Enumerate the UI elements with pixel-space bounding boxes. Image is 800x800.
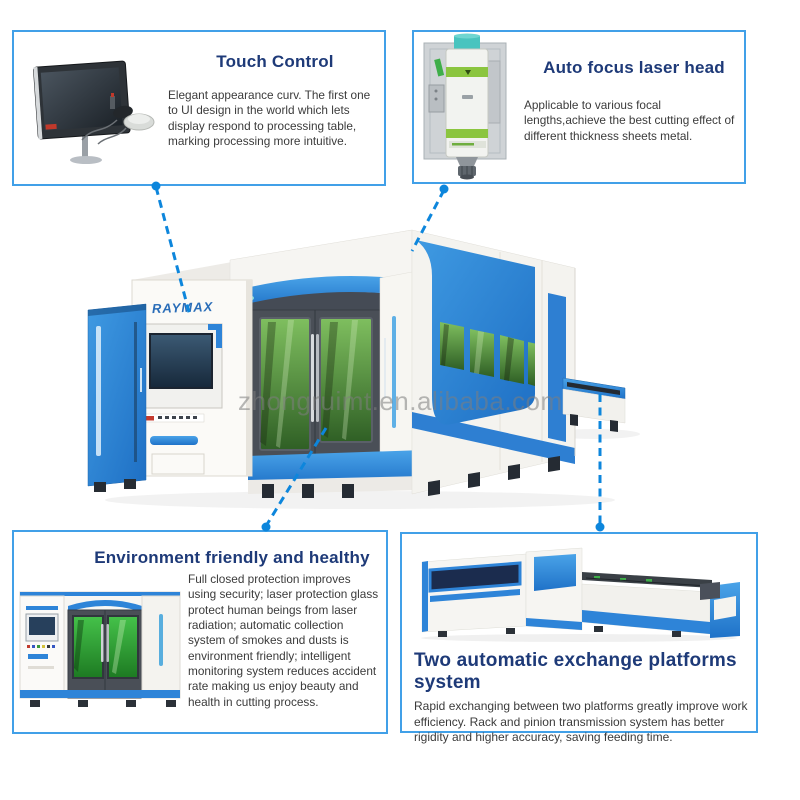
feature-box-environment-friendly: Environment friendly and healthy bbox=[12, 530, 388, 734]
connector-dot-laser-head bbox=[439, 184, 449, 194]
feature-description-environment: Full closed protection improves using se… bbox=[188, 572, 379, 709]
feature-description-exchange-platforms: Rapid exchanging between two platforms g… bbox=[414, 699, 748, 745]
machine-j-stripe bbox=[548, 293, 566, 442]
machine-front-illustration bbox=[19, 591, 181, 707]
feature-description-auto-focus: Applicable to various focal lengths,achi… bbox=[524, 98, 735, 143]
exchange-platforms-photo bbox=[402, 538, 756, 649]
watermark-text: zhongruimt.en.alibaba.com bbox=[238, 386, 563, 416]
connector-dot-exchange-platforms bbox=[595, 522, 605, 532]
feature-title-environment: Environment friendly and healthy bbox=[94, 548, 370, 567]
machine-side-cabinet bbox=[87, 303, 147, 492]
machine-bottom-blue-band bbox=[412, 412, 575, 464]
touch-monitor-illustration bbox=[33, 60, 155, 164]
machine-exchange-table bbox=[562, 377, 626, 432]
feature-title-touch-control: Touch Control bbox=[216, 52, 334, 71]
feature-box-auto-focus-laser-head: Auto focus laser head Applicable to vari… bbox=[412, 30, 746, 184]
touch-screen-monitor-photo bbox=[14, 32, 168, 184]
feature-description-touch-control: Elegant appearance curv. The first one t… bbox=[168, 88, 371, 148]
fiber-laser-cutting-machine-photo: RAYMAX bbox=[87, 229, 640, 509]
enclosed-laser-machine-front-photo bbox=[14, 570, 188, 723]
machine-side-face bbox=[411, 229, 576, 495]
exchange-platform-illustration bbox=[421, 547, 740, 642]
laser-head-illustration bbox=[423, 33, 507, 180]
machine-control-tower: RAYMAX bbox=[131, 279, 253, 477]
laser-cutting-head-photo bbox=[414, 32, 520, 182]
machine-side-windows bbox=[440, 322, 535, 386]
feature-box-exchange-platforms: Two automatic exchange platforms system … bbox=[400, 532, 758, 744]
machine-corner-pillar bbox=[379, 271, 413, 477]
machine-touch-screen bbox=[149, 333, 213, 389]
machine-front-step bbox=[248, 450, 424, 494]
feature-title-exchange-platforms: Two automatic exchange platforms system bbox=[414, 650, 737, 693]
door-handle-left bbox=[311, 334, 314, 422]
door-handle-right bbox=[316, 334, 319, 422]
feature-title-auto-focus: Auto focus laser head bbox=[543, 58, 725, 77]
machine-brand-label: RAYMAX bbox=[152, 299, 214, 316]
feature-box-touch-control: Touch Control Elegant appearance curv. T… bbox=[12, 30, 386, 186]
